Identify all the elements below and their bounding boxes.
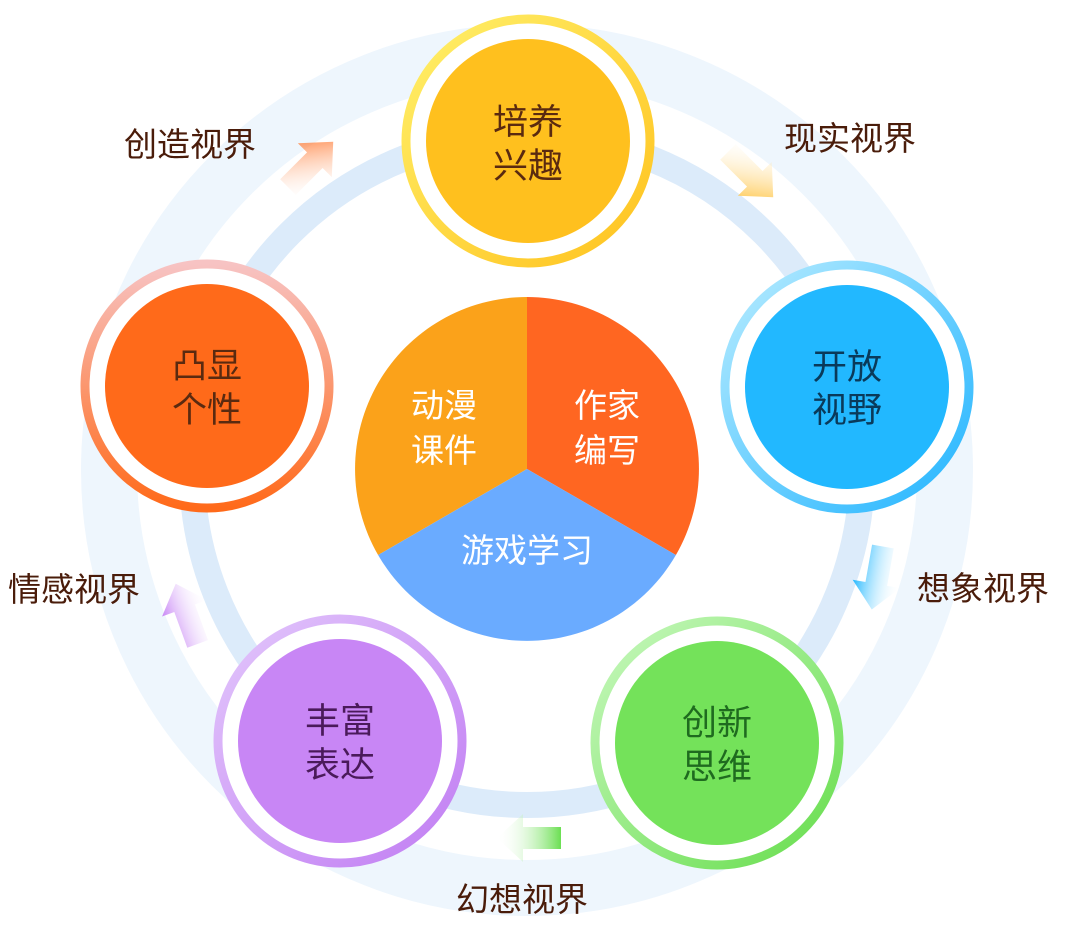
- center-pie: 动漫 课件 作家 编写 游戏学习: [355, 297, 699, 641]
- pie-left-line1: 动漫: [411, 386, 477, 425]
- label-imagination-vision: 想象视界: [917, 569, 1049, 608]
- label-create-vision: 创造视界: [124, 125, 256, 164]
- label-emotion-vision: 情感视界: [8, 570, 140, 609]
- node-left-line1: 凸显: [172, 347, 242, 387]
- pie-bottom-label: 游戏学习: [461, 531, 593, 570]
- node-open-vision: 开放 视野: [720, 260, 974, 514]
- node-bottom-right-line1: 创新: [682, 704, 752, 744]
- node-top-line2: 兴趣: [493, 147, 563, 187]
- node-bottom-right-line2: 思维: [682, 748, 752, 788]
- pie-right-line1: 作家: [574, 386, 640, 425]
- pie-slice-right: [527, 297, 699, 555]
- label-fantasy-vision: 幻想视界: [456, 880, 588, 919]
- node-bottom-left-line1: 丰富: [305, 702, 375, 742]
- pie-slice-left: [355, 297, 527, 555]
- arrow-up-icon: [162, 583, 208, 648]
- node-left-line2: 个性: [172, 391, 242, 431]
- node-right-line2: 视野: [812, 391, 882, 431]
- node-show-personality: 凸显 个性: [80, 259, 334, 513]
- pie-left-line2: 课件: [411, 431, 477, 470]
- label-reality-vision: 现实视界: [784, 119, 916, 158]
- pie-slice-bottom: [378, 469, 676, 641]
- node-rich-expression: 丰富 表达: [213, 614, 467, 868]
- pie-right-line2: 编写: [574, 431, 640, 470]
- node-cultivate-interest: 培养 兴趣: [401, 14, 655, 268]
- node-top-line1: 培养: [493, 103, 563, 143]
- arrow-left-icon: [497, 814, 561, 862]
- node-innovative-thinking: 创新 思维: [590, 616, 844, 870]
- node-right-line1: 开放: [812, 348, 882, 388]
- arrow-down-icon: [852, 544, 900, 610]
- node-bottom-left-line2: 表达: [305, 746, 375, 786]
- arrow-up-right-icon: [280, 141, 334, 195]
- arrow-down-right-icon: [720, 144, 774, 198]
